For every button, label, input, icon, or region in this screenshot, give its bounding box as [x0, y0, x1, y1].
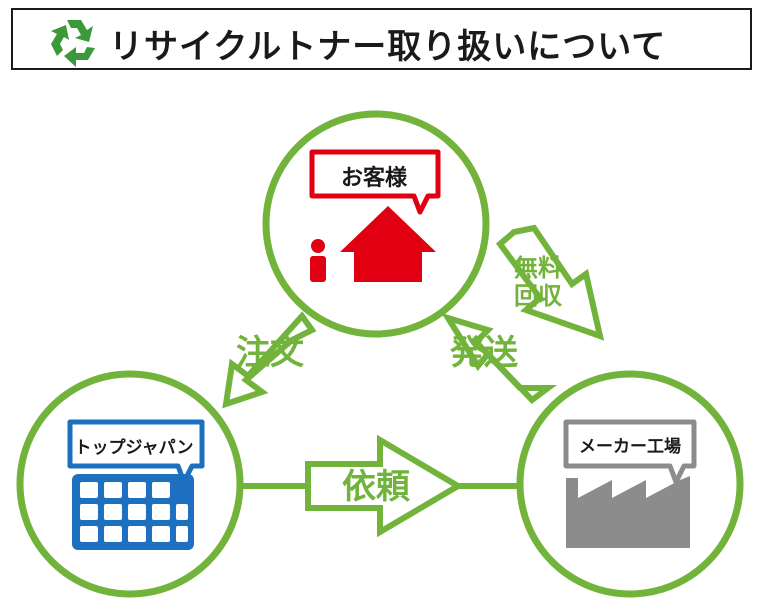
ship-arrow — [441, 312, 557, 404]
free-collection-arrow — [495, 224, 605, 341]
request-label: 依頼 — [342, 467, 411, 507]
maker-label: メーカー工場 — [579, 437, 681, 457]
page-title: リサイクルトナー取り扱いについて — [109, 27, 667, 67]
maker-node — [516, 370, 744, 598]
title-box: リサイクルトナー取り扱いについて — [11, 8, 752, 70]
ship-label: 発送 — [450, 333, 518, 373]
top-japan-label: トップジャパン — [75, 437, 194, 458]
request-arrow — [305, 434, 464, 538]
free-collection-label-line2: 回収 — [514, 282, 563, 310]
factory-icon — [566, 476, 690, 548]
order-arrow — [222, 311, 317, 409]
customer-bubble — [309, 149, 441, 215]
maker-bubble — [563, 419, 697, 485]
free-collection-label-line1: 無料 — [514, 254, 562, 282]
order-label: 注文 — [236, 333, 304, 373]
customer-label: お客様 — [341, 165, 408, 191]
house-icon — [340, 206, 436, 282]
recycle-icon — [51, 20, 95, 67]
person-icon — [310, 239, 326, 282]
building-icon — [72, 474, 194, 550]
